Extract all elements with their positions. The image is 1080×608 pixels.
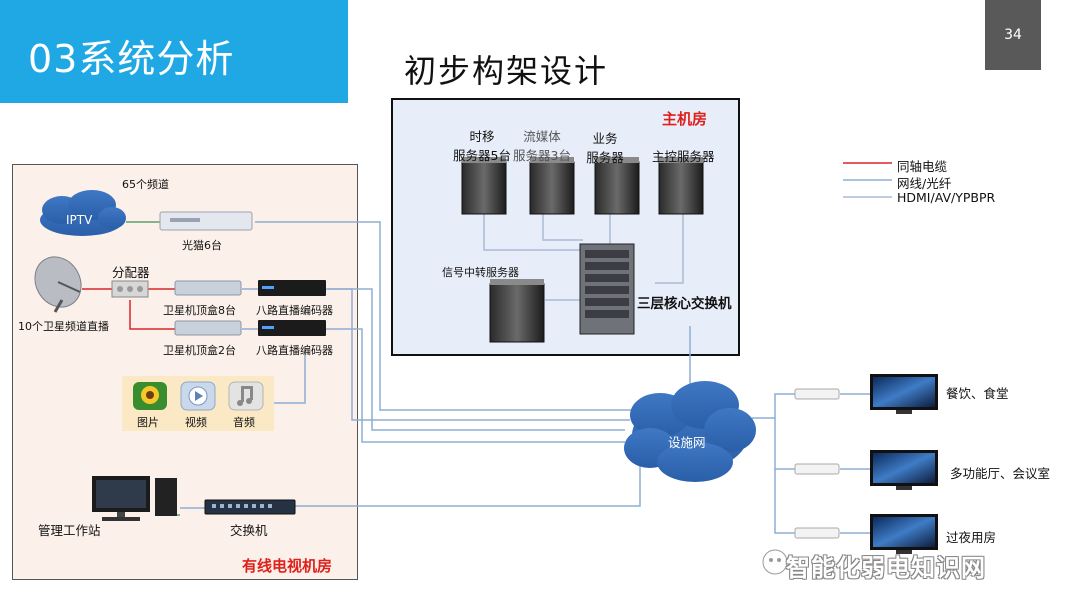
splitter-icon (111, 280, 149, 298)
satellite-label: 10个卫星频道直播 (18, 320, 109, 333)
stb-2-label: 卫星机顶盒2台 (163, 344, 236, 357)
cable-room-title: 有线电视机房 (242, 557, 333, 575)
video-label: 视频 (185, 416, 207, 429)
video-app-icon (180, 381, 216, 411)
iptv-label: IPTV (66, 213, 93, 227)
workstation-icon (92, 476, 177, 521)
main-room-title: 主机房 (662, 110, 708, 128)
core-switch-icon (579, 243, 635, 335)
diagram-title: 初步构架设计 (404, 52, 609, 90)
page-number-badge: 34 (985, 0, 1041, 70)
slide-title: 03系统分析 (28, 37, 235, 81)
endpoint-overnight-label: 过夜用房 (946, 530, 997, 545)
audio-app-icon (228, 381, 264, 411)
legend-hdmi-label: HDMI/AV/YPBPR (897, 190, 996, 205)
core-switch-label: 三层核心交换机 (637, 296, 732, 312)
splitter-label: 分配器 (112, 265, 150, 280)
wechat-icon (762, 549, 788, 575)
optical-modem-icon (159, 211, 253, 231)
access-switch-icon (204, 499, 296, 515)
watermark-text: 智能化弱电知识网 (786, 554, 986, 582)
optical-modem-label: 光猫6台 (182, 239, 222, 252)
satellite-stb-icon (174, 280, 242, 336)
legend-network-label: 网线/光纤 (897, 176, 952, 191)
tv-icon (870, 374, 938, 554)
photo-label: 图片 (137, 416, 159, 429)
coax-links (82, 288, 175, 330)
facility-network-cloud-icon (624, 381, 756, 482)
relay-server-label: 信号中转服务器 (442, 266, 519, 279)
stb-icon (794, 388, 840, 539)
main-server-room-box (391, 98, 740, 356)
workstation-label: 管理工作站 (38, 523, 101, 538)
legend-coax-label: 同轴电缆 (897, 159, 948, 174)
satellite-dish-icon (34, 256, 82, 313)
main-room-links (483, 212, 684, 301)
stb-8-label: 卫星机顶盒8台 (163, 304, 236, 317)
encoder-icon (258, 280, 326, 336)
photo-app-icon (133, 382, 167, 410)
business-server-label: 业务服务器 (586, 131, 624, 165)
switch-label: 交换机 (230, 523, 268, 538)
channels-label: 65个频道 (122, 178, 169, 191)
server-rack-icon (461, 157, 704, 343)
facility-network-label: 设施网 (668, 435, 706, 450)
endpoint-dining-label: 餐饮、食堂 (946, 386, 1009, 401)
encoder-2-label: 八路直播编码器 (256, 344, 333, 357)
timeshift-server-label: 时移服务器5台 (453, 129, 511, 163)
streaming-server-label: 流媒体服务器3台 (513, 129, 571, 163)
legend-lines (843, 162, 892, 198)
header-bar (0, 0, 348, 103)
audio-label: 音频 (233, 416, 255, 429)
master-server-label: 主控服务器 (652, 149, 715, 164)
endpoint-conference-label: 多功能厅、会议室 (950, 466, 1051, 481)
iptv-cloud-icon (40, 190, 126, 236)
encoder-1-label: 八路直播编码器 (256, 304, 333, 317)
